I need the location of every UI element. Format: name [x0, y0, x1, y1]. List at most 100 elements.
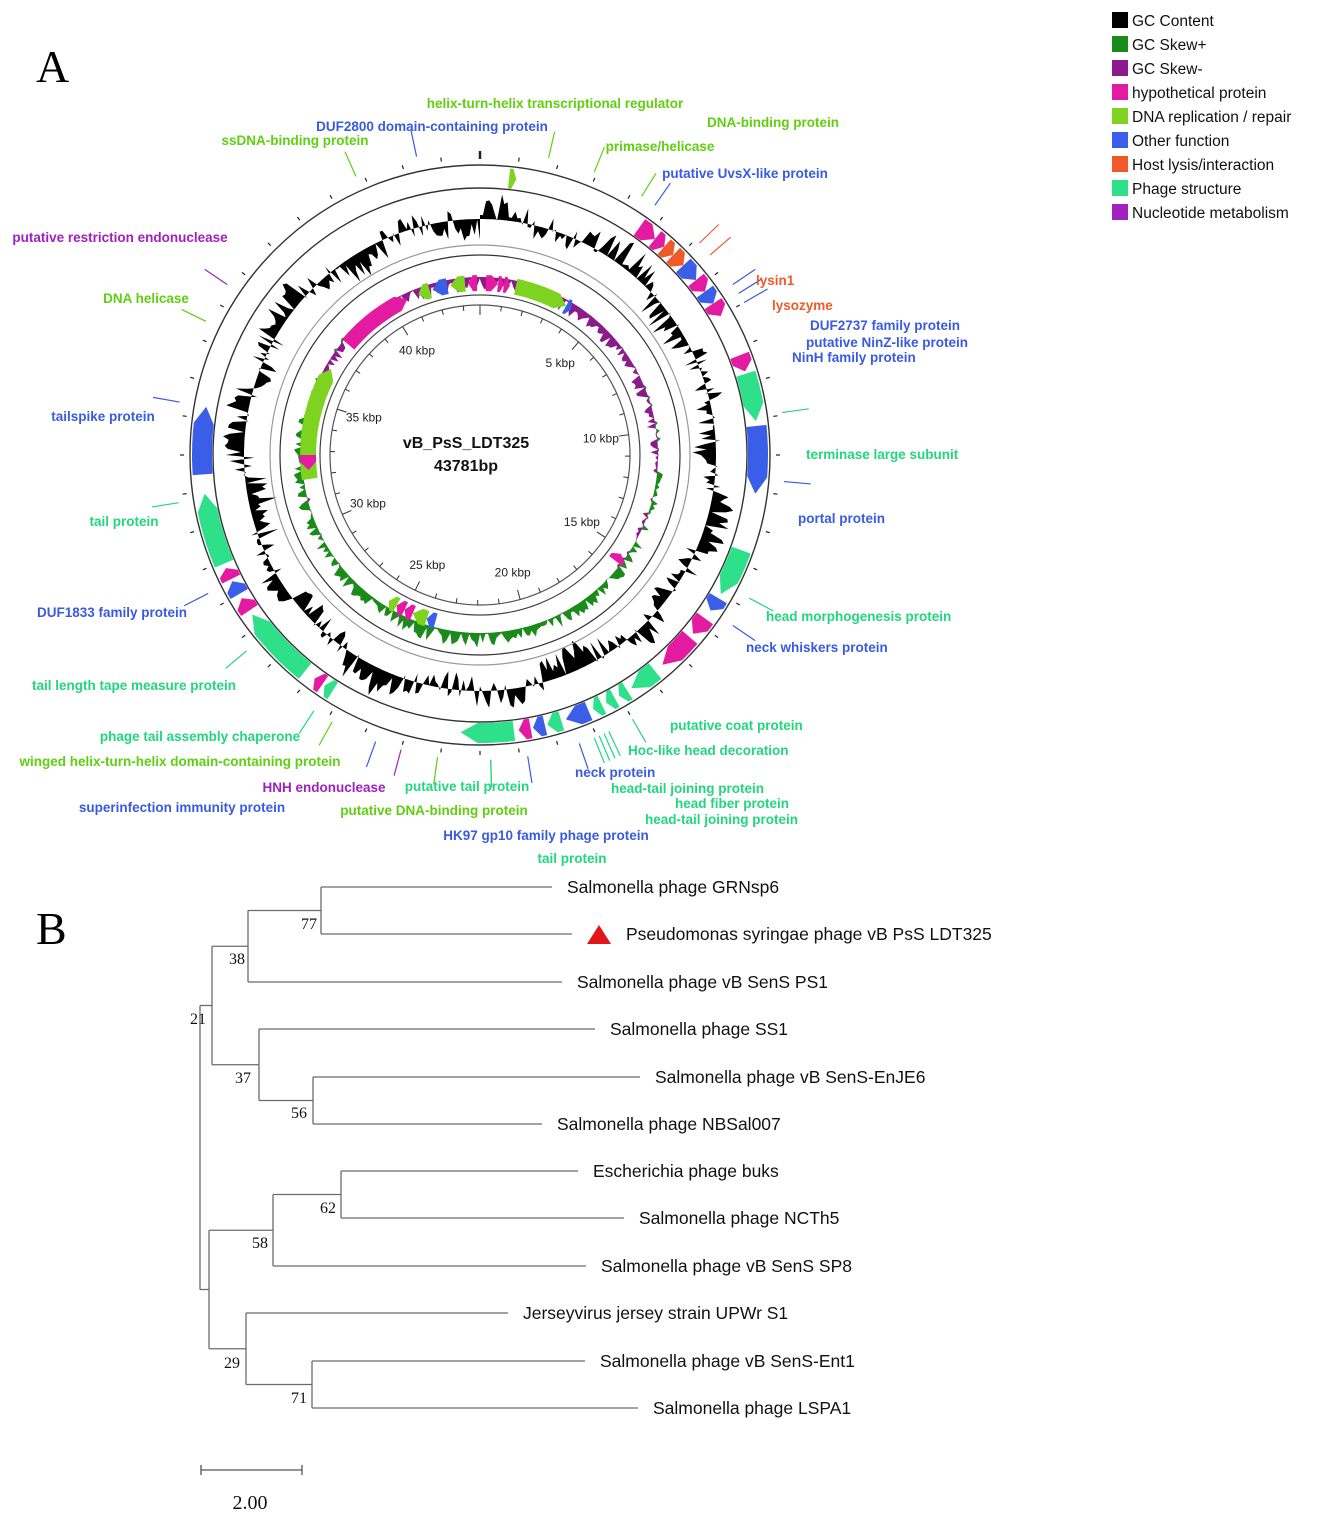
leader-line [410, 130, 418, 157]
outer-tick [440, 748, 442, 753]
kbp-tick [588, 550, 593, 555]
outer-gene-arrow [676, 258, 697, 280]
bootstrap-value: 37 [235, 1070, 251, 1087]
inner-gene-arrow [497, 276, 504, 293]
outer-gene-arrow [696, 285, 717, 304]
gene-label: portal protein [798, 511, 885, 526]
kbp-tick [364, 547, 369, 552]
outer-gene-arrow [706, 593, 727, 611]
gene-label: DUF2737 family protein [810, 318, 960, 333]
gene-label: HK97 gp10 family phage protein [443, 828, 649, 843]
outer-gene-arrow [192, 406, 214, 476]
track-rings [189, 164, 771, 746]
inner-gene-arrow [418, 282, 433, 300]
gene-label: head-tail joining protein [611, 781, 764, 796]
kbp-tick [337, 408, 347, 413]
inner-gene-arrow [396, 600, 409, 617]
gene-label: lysozyme [772, 298, 833, 313]
kbp-tick [402, 326, 409, 336]
outer-gene-arrow [688, 273, 708, 292]
legend-label: Nucleotide metabolism [1132, 205, 1289, 222]
gene-label: terminase large subunit [806, 447, 959, 462]
outer-gene-arrow [593, 695, 607, 716]
gene-track-outer-edge [212, 187, 748, 723]
gc-inner-ring [269, 244, 691, 666]
leader-line [490, 759, 493, 787]
leader-line [393, 749, 402, 776]
kbp-tick [540, 318, 544, 324]
scale-bar-label: 2.00 [233, 1492, 268, 1514]
legend-swatch [1112, 84, 1128, 100]
legend-swatch [1112, 156, 1128, 172]
kbp-tick [414, 581, 421, 591]
inner-gene-arrow [342, 296, 408, 350]
leader-line [608, 731, 621, 757]
taxon-label: Salmonella phage vB SenS PS1 [577, 972, 828, 992]
inner-gene-arrow [300, 455, 317, 470]
gene-label: DNA helicase [103, 291, 189, 306]
kbp-tick [520, 310, 523, 317]
leader-line [743, 288, 768, 304]
outer-tick [241, 271, 246, 276]
outer-tick [592, 177, 596, 182]
taxon-label: Jerseyvirus jersey strain UPWr S1 [523, 1303, 788, 1323]
outer-tick [364, 177, 368, 182]
kbp-tick [455, 598, 458, 604]
leader-line [181, 308, 207, 322]
kbp-tick-label: 30 kbp [350, 496, 386, 510]
skew-outer-ring [279, 254, 681, 656]
leader-line [631, 718, 647, 743]
leader-line [433, 756, 439, 784]
outer-tick [688, 242, 693, 247]
legend-label: Host lysis/interaction [1132, 157, 1274, 174]
outer-tick [627, 194, 631, 199]
gene-label: neck whiskers protein [746, 640, 888, 655]
bootstrap-value: 38 [229, 951, 245, 968]
leader-line [593, 737, 605, 764]
gene-label: ssDNA-binding protein [222, 133, 369, 148]
bootstrap-value: 62 [320, 1200, 336, 1217]
kbp-tick-label: 20 kbp [495, 566, 531, 580]
outer-tick [773, 493, 778, 495]
kbp-tick [573, 565, 578, 570]
kbp-tick [379, 562, 384, 567]
kbp-tick [619, 413, 625, 416]
leader-line [598, 735, 611, 761]
inner-gene-arrow [468, 275, 478, 292]
outer-gene-track [192, 168, 768, 743]
leader-line [225, 650, 247, 669]
kbp-tick [335, 492, 341, 495]
outer-tick [190, 376, 195, 379]
outer-gene-arrow [666, 247, 685, 267]
gene-label: putative UvsX-like protein [662, 166, 828, 181]
outer-tick [736, 602, 741, 606]
leader-line [781, 408, 809, 414]
kbp-tick-label: 5 kbp [546, 356, 576, 370]
kbp-tick [384, 338, 389, 344]
outer-gene-arrow [197, 493, 234, 568]
panel-a-letter: A [36, 41, 69, 92]
kbp-tick [623, 476, 629, 479]
bootstrap-value: 56 [291, 1105, 307, 1122]
outer-gene-arrow [719, 546, 751, 594]
outer-gene-arrow [730, 351, 752, 372]
kbp-tick [618, 496, 624, 500]
kbp-tick [517, 589, 521, 600]
bootstrap-value: 21 [190, 1011, 206, 1028]
gene-label: Hoc-like head decoration [628, 743, 789, 758]
outer-gene-arrow [746, 424, 768, 494]
gene-label: neck protein [575, 765, 655, 780]
legend-swatch [1112, 36, 1128, 52]
leader-line [732, 268, 756, 285]
outer-gene-arrow [313, 673, 329, 693]
legend-swatch [1112, 180, 1128, 196]
outer-tick [401, 165, 404, 170]
leader-line [578, 743, 589, 770]
inner-gene-arrow [609, 552, 625, 566]
outer-tick [753, 567, 758, 571]
outer-tick [202, 339, 207, 343]
kbp-tick [434, 593, 438, 599]
outer-tick [714, 634, 719, 639]
